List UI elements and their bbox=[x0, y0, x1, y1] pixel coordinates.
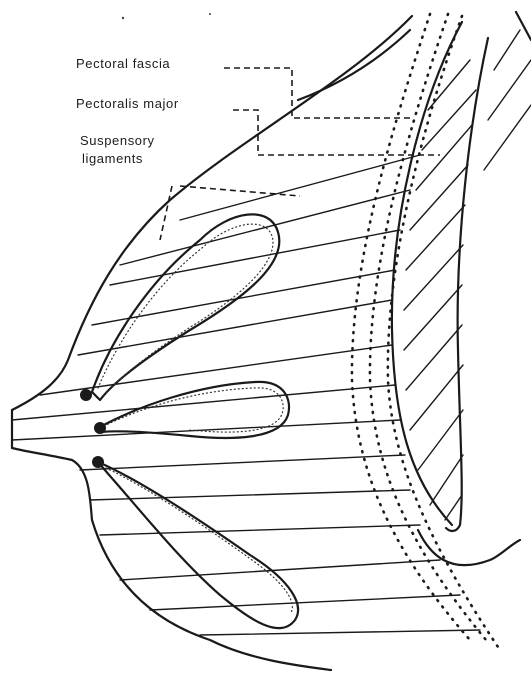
pectoral-fascia-dots-3 bbox=[388, 16, 500, 650]
lower-lobe bbox=[98, 462, 298, 628]
leader-pectoralis-major bbox=[233, 110, 440, 155]
duct-lower bbox=[92, 456, 104, 468]
nipple-contour bbox=[12, 410, 331, 670]
duct-upper bbox=[80, 389, 92, 401]
outer-chest-line bbox=[516, 12, 531, 40]
pectoral-fascia-dots-1 bbox=[352, 14, 470, 640]
middle-lobe-dotted-inner bbox=[104, 388, 283, 432]
label-suspensory-line2: ligaments bbox=[82, 151, 143, 167]
upper-lobe bbox=[92, 214, 279, 400]
label-suspensory-line1: Suspensory bbox=[80, 133, 155, 149]
pectoralis-hatching bbox=[404, 30, 531, 520]
duct-middle bbox=[94, 422, 106, 434]
label-pectoral-fascia: Pectoral fascia bbox=[76, 56, 170, 72]
speck bbox=[209, 13, 211, 15]
speck bbox=[122, 17, 124, 19]
lower-lobe-dotted-inner bbox=[106, 468, 292, 614]
label-pectoralis-major: Pectoralis major bbox=[76, 96, 179, 112]
pectoralis-major-back bbox=[446, 38, 488, 531]
